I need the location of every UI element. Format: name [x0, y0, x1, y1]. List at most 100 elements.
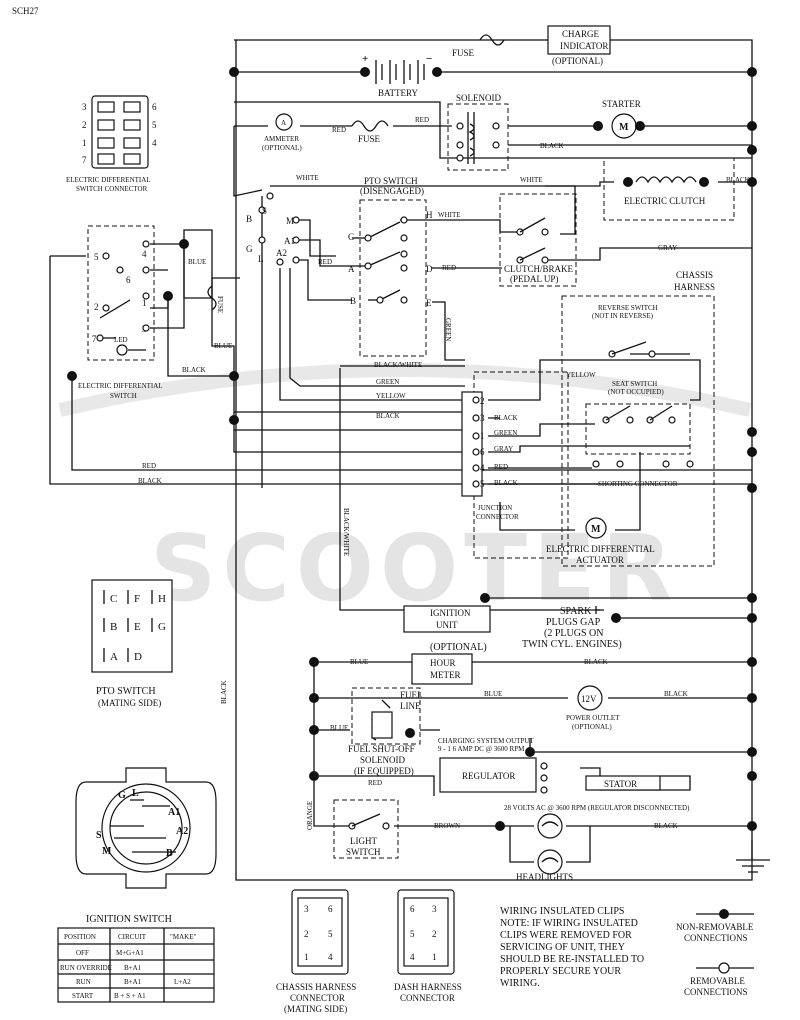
svg-text:(DISENGAGED): (DISENGAGED)	[360, 186, 424, 196]
svg-text:NON-REMOVABLE: NON-REMOVABLE	[676, 922, 754, 932]
svg-text:BLACK: BLACK	[494, 414, 518, 422]
svg-text:G: G	[118, 790, 126, 801]
svg-text:S: S	[262, 206, 267, 216]
ammeter-label: AMMETER	[264, 135, 299, 143]
svg-text:B + S + A1: B + S + A1	[114, 992, 146, 1000]
svg-text:GREEN: GREEN	[376, 378, 399, 386]
svg-text:PLUGS GAP: PLUGS GAP	[546, 617, 601, 628]
svg-text:4: 4	[328, 952, 333, 962]
svg-text:5: 5	[152, 120, 157, 130]
svg-text:NOTE: IF WIRING INSULATED: NOTE: IF WIRING INSULATED	[500, 918, 638, 929]
svg-text:RUN OVERRIDE: RUN OVERRIDE	[60, 964, 112, 972]
svg-text:A: A	[348, 264, 355, 274]
watermark: SCOOTER	[58, 363, 752, 622]
spark-plugs: SPARK PLUGS GAP (2 PLUGS ON TWIN CYL. EN…	[522, 606, 622, 650]
svg-text:UNIT: UNIT	[436, 620, 458, 630]
svg-text:CHARGE: CHARGE	[562, 29, 600, 39]
pto-connector-title: PTO SWITCH	[96, 686, 156, 697]
svg-text:RED: RED	[494, 463, 508, 471]
svg-text:F: F	[134, 593, 140, 605]
starter-label: STARTER	[602, 99, 641, 109]
svg-text:(NOT OCCUPIED): (NOT OCCUPIED)	[608, 388, 664, 396]
svg-text:RED: RED	[368, 779, 382, 787]
svg-text:9 - 1 6 AMP DC @ 3600 RPM: 9 - 1 6 AMP DC @ 3600 RPM	[438, 745, 525, 753]
svg-text:H: H	[426, 210, 433, 220]
svg-text:ACTUATOR: ACTUATOR	[576, 555, 624, 565]
svg-text:2: 2	[304, 929, 309, 939]
clutch-brake-switch: CLUTCH/BRAKE (PEDAL UP)	[504, 217, 574, 284]
svg-text:BLUE: BLUE	[484, 690, 502, 698]
svg-text:C: C	[110, 593, 117, 605]
table-header-position: POSITION	[64, 933, 96, 941]
svg-text:SWITCH CONNECTOR: SWITCH CONNECTOR	[76, 185, 148, 193]
table-header-circuit: CIRCUIT	[118, 933, 147, 941]
eds-fuse-label: FUSE	[216, 296, 224, 313]
watermark-text: SCOOTER	[150, 515, 679, 622]
battery-plus: +	[362, 53, 368, 65]
seat-switch: SEAT SWITCH (NOT OCCUPIED) SHORTING CONN…	[592, 380, 694, 488]
svg-text:G: G	[158, 621, 166, 633]
svg-text:REMOVABLE: REMOVABLE	[690, 976, 745, 986]
svg-text:LIGHT: LIGHT	[350, 836, 377, 846]
svg-text:BLACK: BLACK	[540, 142, 564, 150]
power-outlet: 12V POWER OUTLET (OPTIONAL)	[566, 685, 620, 731]
svg-text:WHITE: WHITE	[438, 211, 461, 219]
svg-text:POWER OUTLET: POWER OUTLET	[566, 714, 620, 722]
svg-text:6: 6	[152, 102, 157, 112]
svg-text:2: 2	[432, 929, 437, 939]
svg-text:WHITE: WHITE	[296, 174, 319, 182]
svg-text:START: START	[72, 992, 94, 1000]
svg-text:JUNCTION: JUNCTION	[478, 504, 512, 512]
svg-text:B: B	[110, 621, 117, 633]
svg-text:1: 1	[304, 952, 309, 962]
electric-clutch-label: ELECTRIC CLUTCH	[624, 196, 706, 206]
svg-text:4: 4	[142, 249, 147, 259]
svg-text:4: 4	[410, 952, 415, 962]
svg-text:B+A1: B+A1	[124, 964, 142, 972]
svg-text:5: 5	[410, 929, 415, 939]
electric-clutch: ELECTRIC CLUTCH	[624, 176, 706, 206]
svg-text:YELLOW: YELLOW	[566, 371, 596, 379]
svg-text:GRAY: GRAY	[658, 244, 677, 252]
svg-text:3: 3	[82, 102, 87, 112]
svg-text:RED: RED	[332, 126, 346, 134]
svg-text:5: 5	[328, 929, 333, 939]
solenoid-label: SOLENOID	[456, 93, 501, 103]
svg-text:7: 7	[82, 155, 87, 165]
svg-text:6: 6	[480, 447, 485, 457]
svg-text:BLACK: BLACK	[584, 658, 608, 666]
svg-text:D: D	[426, 264, 433, 274]
starter-motor-m: M	[619, 122, 629, 133]
stator-label: STATOR	[604, 779, 637, 789]
svg-text:IGNITION: IGNITION	[430, 608, 471, 618]
svg-text:SERVICING OF UNIT, THEY: SERVICING OF UNIT, THEY	[500, 942, 625, 953]
svg-text:FUSE: FUSE	[358, 134, 381, 144]
ignition-unit: IGNITION UNIT	[403, 605, 491, 633]
svg-text:1: 1	[480, 431, 485, 441]
headlights: HEADLIGHTS	[516, 813, 573, 882]
svg-text:B+A1: B+A1	[124, 978, 142, 986]
svg-text:CONNECTOR: CONNECTOR	[476, 513, 519, 521]
svg-text:CONNECTOR: CONNECTOR	[290, 993, 345, 1003]
pto-connector-subtitle: (MATING SIDE)	[98, 698, 161, 708]
svg-text:BLACK: BLACK	[654, 822, 678, 830]
svg-text:A2: A2	[176, 826, 188, 837]
fuel-solenoid: FUEL LINE FUEL SHUT-OFF SOLENOID (IF EQU…	[348, 690, 423, 776]
svg-text:BLACK: BLACK	[220, 680, 228, 704]
svg-text:ELECTRIC DIFFERENTIAL: ELECTRIC DIFFERENTIAL	[546, 544, 655, 554]
svg-text:SHOULD BE RE-INSTALLED TO: SHOULD BE RE-INSTALLED TO	[500, 954, 644, 965]
svg-text:METER: METER	[430, 670, 461, 680]
charge-indicator-optional: (OPTIONAL)	[552, 56, 603, 66]
svg-text:M: M	[102, 846, 112, 857]
svg-text:4: 4	[480, 463, 485, 473]
svg-text:3: 3	[480, 413, 485, 423]
svg-text:B: B	[350, 296, 356, 306]
svg-text:(MATING SIDE): (MATING SIDE)	[284, 1004, 347, 1014]
ignition-switch-face: G L A1 S A2 M B IGNITION SWITCH	[75, 767, 217, 925]
svg-text:SWITCH: SWITCH	[346, 847, 381, 857]
svg-text:BLACK/WHITE: BLACK/WHITE	[374, 361, 422, 369]
main-wiring	[49, 39, 770, 881]
non-removable-dot	[719, 909, 729, 919]
svg-text:S: S	[96, 830, 102, 841]
pto-switch: PTO SWITCH (DISENGAGED) C A B H D E	[348, 176, 433, 308]
